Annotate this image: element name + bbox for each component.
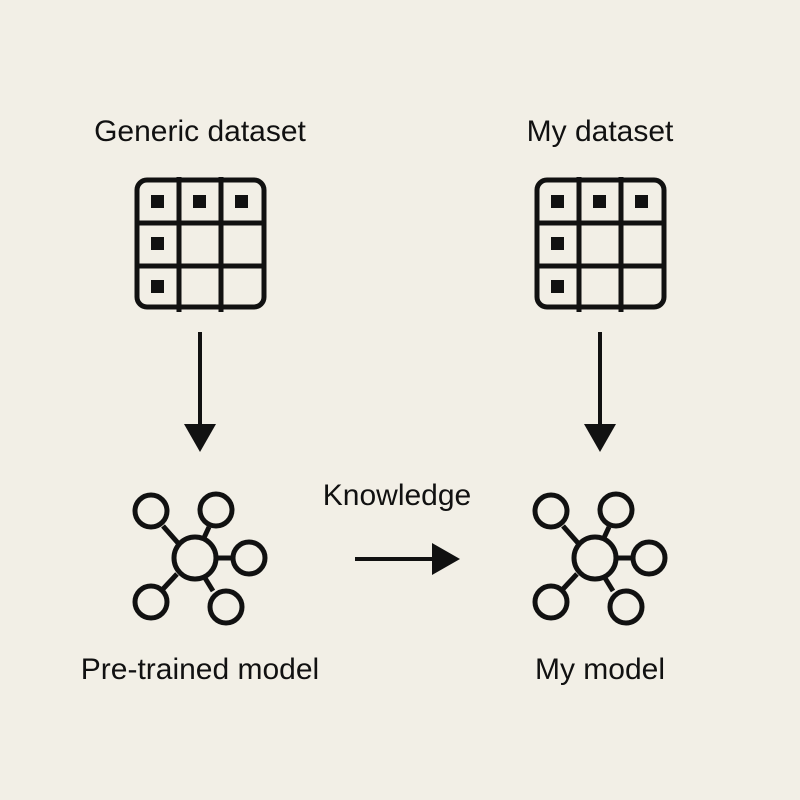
my-dataset-table-icon <box>534 177 667 312</box>
knowledge-label: Knowledge <box>322 479 472 512</box>
my-model-label: My model <box>534 653 666 686</box>
generic-dataset-label: Generic dataset <box>94 115 306 148</box>
generic-dataset-table-icon <box>134 177 267 312</box>
my-dataset-label: My dataset <box>526 115 674 148</box>
pretrained-model-label: Pre-trained model <box>80 653 320 686</box>
